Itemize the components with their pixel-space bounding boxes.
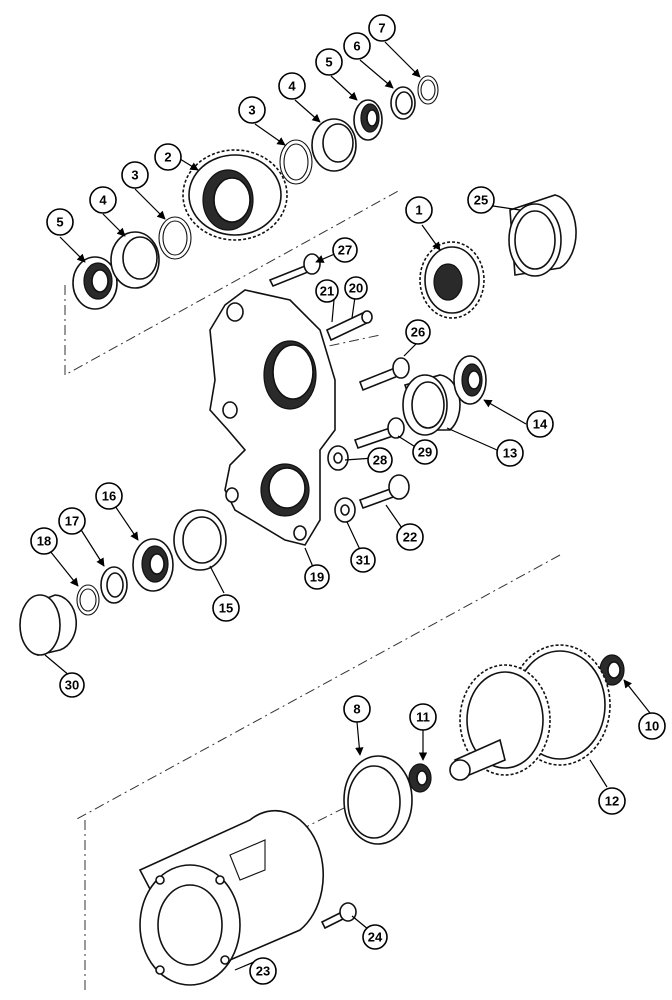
callout-26: 26 bbox=[405, 319, 431, 345]
callout-30: 30 bbox=[59, 672, 85, 698]
bearing-cone-left-part bbox=[72, 256, 118, 310]
callout-18: 18 bbox=[30, 527, 58, 555]
dowel-pin-part-20 bbox=[325, 310, 373, 342]
svg-text:6: 6 bbox=[353, 39, 360, 54]
callout-31: 31 bbox=[350, 547, 376, 573]
callout-23: 23 bbox=[249, 957, 277, 985]
bearing-cone-part-14 bbox=[453, 355, 487, 405]
callout-14: 14 bbox=[526, 410, 554, 438]
svg-text:3: 3 bbox=[131, 168, 138, 183]
svg-text:20: 20 bbox=[349, 281, 363, 296]
callout-11: 11 bbox=[409, 703, 437, 731]
callout-28: 28 bbox=[367, 447, 393, 473]
svg-text:3: 3 bbox=[248, 103, 255, 118]
bearing-cone-part-16 bbox=[132, 538, 174, 592]
callout-15: 15 bbox=[212, 594, 240, 622]
callout-4-right: 4 bbox=[278, 72, 306, 100]
callout-19: 19 bbox=[304, 564, 330, 590]
bearing-cone-right-part bbox=[353, 99, 383, 141]
snap-ring-left-part bbox=[158, 216, 192, 260]
sleeve-part-25 bbox=[508, 194, 577, 277]
callout-5-left: 5 bbox=[46, 208, 74, 236]
callout-12: 12 bbox=[598, 787, 626, 815]
callout-8: 8 bbox=[343, 695, 371, 723]
svg-text:17: 17 bbox=[65, 514, 79, 529]
svg-text:28: 28 bbox=[373, 453, 387, 468]
svg-text:16: 16 bbox=[102, 489, 116, 504]
svg-text:14: 14 bbox=[533, 417, 548, 432]
screw-part-24 bbox=[320, 902, 357, 930]
svg-text:25: 25 bbox=[474, 193, 488, 208]
callout-24: 24 bbox=[362, 924, 388, 950]
svg-text:24: 24 bbox=[368, 930, 383, 945]
bearing-cup-part-13 bbox=[402, 374, 461, 436]
svg-text:5: 5 bbox=[56, 215, 63, 230]
svg-text:5: 5 bbox=[325, 55, 332, 70]
callout-10: 10 bbox=[638, 712, 666, 740]
callout-2: 2 bbox=[154, 143, 182, 171]
callout-3-left: 3 bbox=[121, 161, 149, 189]
washer-part-17 bbox=[100, 566, 128, 604]
callout-4-left: 4 bbox=[89, 186, 117, 214]
bolt-part-26 bbox=[358, 357, 410, 392]
callout-29: 29 bbox=[412, 439, 438, 465]
svg-text:29: 29 bbox=[418, 445, 432, 460]
svg-text:19: 19 bbox=[310, 570, 324, 585]
coupling-part-23 bbox=[138, 809, 325, 986]
callout-16: 16 bbox=[95, 482, 123, 510]
svg-text:7: 7 bbox=[378, 21, 385, 36]
svg-text:8: 8 bbox=[353, 702, 360, 717]
snap-ring-right-part bbox=[279, 139, 313, 185]
svg-text:22: 22 bbox=[403, 530, 417, 545]
svg-text:11: 11 bbox=[416, 710, 430, 725]
bearing-cup-left-part bbox=[110, 231, 160, 289]
svg-text:31: 31 bbox=[356, 553, 370, 568]
svg-text:26: 26 bbox=[411, 325, 425, 340]
callout-6: 6 bbox=[343, 32, 371, 60]
washer-part-28 bbox=[327, 445, 349, 471]
bolt-part-27 bbox=[268, 253, 321, 288]
cap-part-30 bbox=[19, 594, 78, 656]
callout-17: 17 bbox=[58, 507, 86, 535]
callout-1: 1 bbox=[405, 196, 433, 224]
svg-text:2: 2 bbox=[164, 150, 171, 165]
svg-text:18: 18 bbox=[37, 534, 51, 549]
callout-27: 27 bbox=[332, 237, 358, 263]
callout-7: 7 bbox=[368, 14, 396, 42]
svg-text:10: 10 bbox=[645, 719, 659, 734]
svg-text:30: 30 bbox=[65, 678, 79, 693]
callout-5-right: 5 bbox=[315, 48, 343, 76]
drive-gear-part-1 bbox=[419, 241, 485, 319]
svg-text:21: 21 bbox=[320, 284, 334, 299]
svg-text:12: 12 bbox=[605, 794, 619, 809]
callout-20: 20 bbox=[344, 276, 368, 300]
seal-ring-part-8 bbox=[343, 755, 413, 845]
needle-bearing-part-11 bbox=[408, 763, 432, 793]
snap-ring-part-7 bbox=[417, 75, 439, 105]
gear-shaft-assembly-part-12 bbox=[449, 644, 611, 781]
snap-ring-part-18 bbox=[76, 584, 100, 616]
svg-text:1: 1 bbox=[415, 203, 422, 218]
svg-text:4: 4 bbox=[99, 193, 107, 208]
gear-housing-part-19 bbox=[209, 289, 336, 546]
bearing-cup-right-part bbox=[311, 118, 357, 172]
svg-text:23: 23 bbox=[256, 964, 270, 979]
svg-text:27: 27 bbox=[338, 243, 352, 258]
svg-text:4: 4 bbox=[288, 79, 296, 94]
callout-21: 21 bbox=[315, 279, 339, 303]
washer-part-6 bbox=[390, 86, 416, 120]
svg-text:13: 13 bbox=[503, 446, 517, 461]
needle-bearing-part-10 bbox=[599, 654, 625, 686]
callout-13: 13 bbox=[496, 439, 524, 467]
callout-3-right: 3 bbox=[238, 96, 266, 124]
callout-25: 25 bbox=[467, 186, 495, 214]
bolt-part-29 bbox=[353, 417, 405, 450]
bolt-part-22 bbox=[358, 474, 410, 510]
svg-text:15: 15 bbox=[219, 601, 233, 616]
helical-gear-part bbox=[182, 149, 288, 241]
bearing-cup-part-15 bbox=[173, 509, 227, 571]
washer-part-31 bbox=[334, 497, 356, 523]
callout-22: 22 bbox=[396, 523, 424, 551]
